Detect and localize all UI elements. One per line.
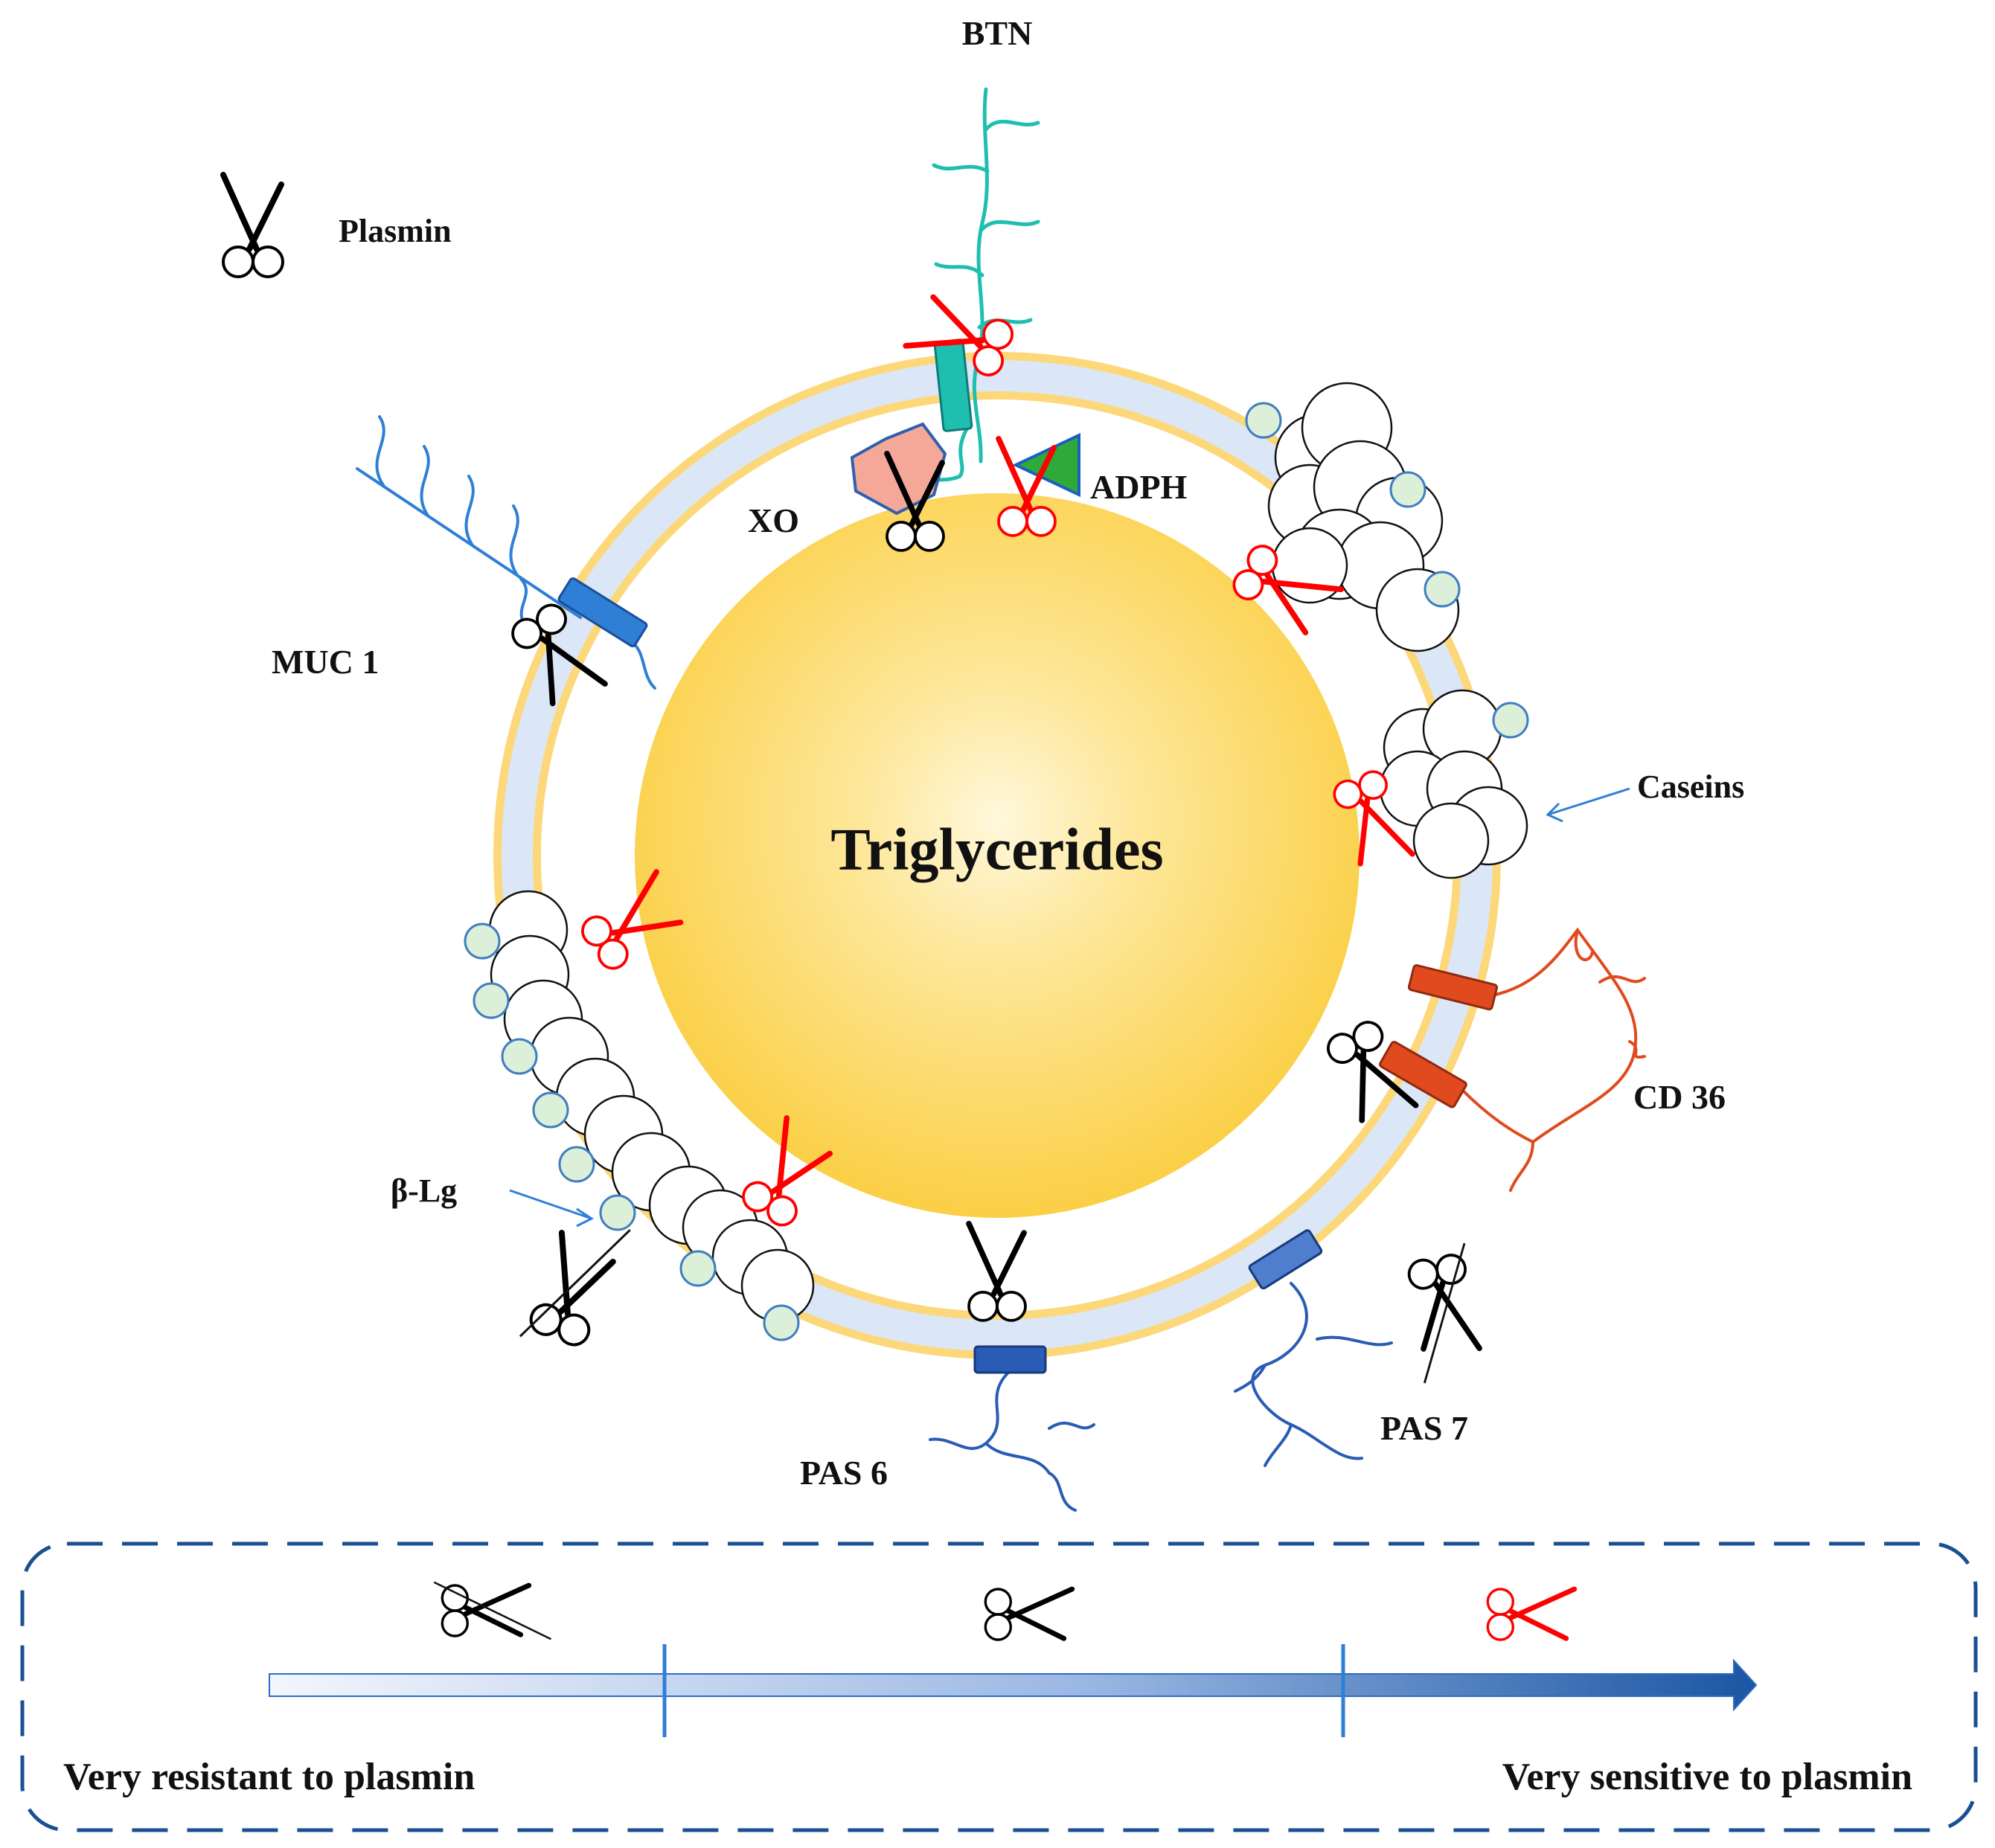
label-muc1: MUC 1 [272, 643, 379, 681]
scissors-icon [1327, 1021, 1419, 1123]
blg-dot [1245, 402, 1282, 439]
btn-protein [909, 87, 1040, 486]
xo-shape [850, 422, 947, 516]
pas6-anchor [973, 1345, 1047, 1374]
label-blg: β-Lg [391, 1172, 457, 1209]
blg-pointer-arrow [509, 1189, 595, 1228]
label-pas7: PAS 7 [1380, 1409, 1468, 1447]
scissors-icon [220, 172, 284, 278]
scissors-icon [1232, 545, 1344, 636]
scissors-icon [884, 450, 945, 552]
scissors-icon [742, 1115, 833, 1227]
protein-clusters [464, 382, 1529, 1341]
blg-dot [1389, 471, 1426, 508]
blg-dot [599, 1194, 636, 1231]
sensitivity-arrow [269, 1658, 1758, 1712]
label-adph: ADPH [1090, 468, 1188, 506]
cd36-anchor-lower [1379, 1041, 1467, 1109]
blg-dot [464, 923, 501, 960]
label-cd36: CD 36 [1633, 1078, 1726, 1116]
scissors-icon [984, 1586, 1075, 1641]
scissors-icon [1486, 1586, 1578, 1641]
blg-dot [501, 1038, 538, 1075]
blg-dot [558, 1146, 595, 1183]
casein-globule [1412, 802, 1490, 879]
crossed-scissors-icon [519, 1229, 631, 1347]
scissors-icon [1333, 770, 1415, 867]
muc1-anchor [557, 577, 648, 648]
blg-dot [679, 1250, 717, 1287]
crossed-scissors-icon [1407, 1242, 1482, 1384]
cd36-anchor-upper [1407, 964, 1499, 1011]
caseins-pointer-arrow [1546, 787, 1630, 823]
pas7-anchor [1248, 1229, 1323, 1290]
pas7-protein [1234, 1282, 1393, 1467]
label-xo: XO [748, 501, 799, 539]
blg-dot [1424, 571, 1461, 608]
label-triglycerides: Triglycerides [830, 817, 1163, 882]
cd36-protein [1461, 927, 1646, 1192]
label-plasmin: Plasmin [339, 213, 452, 249]
scissors-icon [581, 869, 684, 970]
blg-dot [1492, 702, 1529, 739]
label-caseins: Caseins [1637, 769, 1744, 805]
scissors-icon [903, 294, 1014, 376]
label-btn: BTN [962, 14, 1033, 52]
scale-right-label: Very sensitive to plasmin [1502, 1756, 1912, 1798]
scissors-icon [996, 435, 1057, 537]
scissors-icon [966, 1220, 1027, 1322]
blg-dot [763, 1304, 800, 1341]
pas6-protein [929, 1371, 1095, 1512]
scale-left-label: Very resistant to plasmin [63, 1756, 475, 1798]
blg-dot [473, 982, 510, 1019]
scissors-icon [511, 603, 608, 707]
label-pas6: PAS 6 [800, 1454, 888, 1492]
triglyceride-core [635, 493, 1360, 1218]
scissor-icons [220, 172, 1578, 1641]
blg-dot [532, 1091, 569, 1129]
crossed-scissors-icon [433, 1581, 552, 1640]
